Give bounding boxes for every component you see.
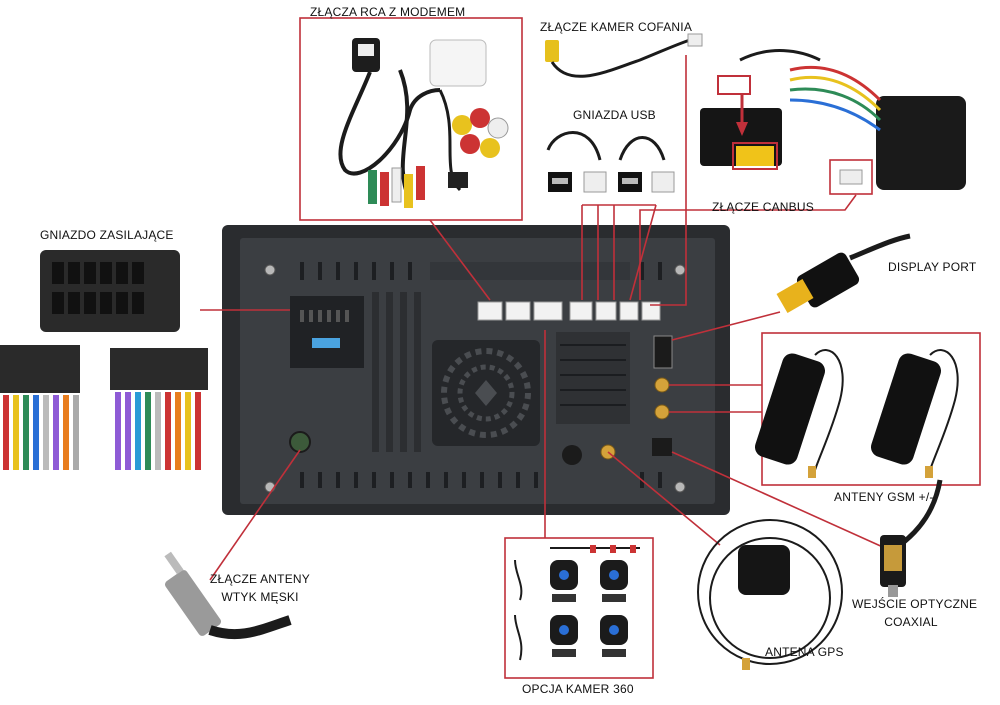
label-power-socket: GNIAZDO ZASILAJĄCE: [40, 228, 174, 242]
label-canbus: ZŁĄCZE CANBUS: [712, 200, 814, 214]
cooling-fins: [372, 292, 421, 452]
power-socket-illustration: [0, 250, 208, 470]
gsm-socket-1: [654, 377, 670, 393]
label-optical-line2: COAXIAL: [884, 615, 938, 629]
head-unit: [222, 225, 730, 515]
reverse-camera-cable-illustration: [545, 33, 703, 78]
label-usb-sockets: GNIAZDA USB: [573, 108, 656, 122]
label-reverse-camera: ZŁĄCZE KAMER COFANIA: [540, 20, 693, 34]
aux-socket: [562, 445, 582, 465]
canbus-callout-line: [639, 194, 857, 300]
display-port-callout-line: [671, 311, 781, 341]
display-port-illustration: [776, 233, 911, 314]
antenna-plug-illustration: [164, 551, 292, 640]
optical-socket: [652, 438, 672, 456]
fuse: [312, 338, 340, 348]
callout-lines: [200, 17, 981, 679]
rca-callout-box: [299, 17, 523, 221]
gsm-antennas-illustration: [754, 349, 959, 478]
label-display-port: DISPLAY PORT: [888, 260, 977, 274]
display-port-socket: [653, 335, 673, 369]
white-connectors: [477, 301, 661, 321]
usb-cables-illustration: [546, 131, 675, 193]
label-gsm-antennas: ANTENY GSM +/-: [834, 490, 934, 504]
antenna-socket: [289, 431, 311, 453]
optical-callout-line: [671, 451, 886, 549]
port-panel: [556, 332, 630, 424]
antenna-callout-line: [209, 449, 301, 581]
rca-plugs: [368, 166, 425, 208]
rca-socket-cluster: [452, 108, 509, 158]
label-antenna-line1: ZŁĄCZE ANTENY: [210, 572, 310, 586]
gsm-socket-2: [654, 404, 670, 420]
gsm-callout-box: [761, 332, 981, 486]
camera360-illustration: [514, 545, 640, 661]
label-rca-modem: ZŁĄCZA RCA Z MODEMEM: [310, 5, 466, 19]
label-camera360: OPCJA KAMER 360: [522, 682, 634, 696]
label-gps-antenna: ANTENA GPS: [765, 645, 844, 659]
power-port: [290, 296, 364, 368]
label-antenna-line2: WTYK MĘSKI: [221, 590, 299, 604]
optical-cable-illustration: [880, 479, 943, 597]
rca-cables-illustration: [338, 38, 509, 208]
gps-antenna-illustration: [697, 519, 843, 670]
reverse-camera-callout-line: [650, 55, 687, 306]
label-antenna: ZŁĄCZE ANTENY WTYK MĘSKI: [208, 572, 312, 604]
camera360-callout-box: [504, 537, 654, 679]
rca-callout-line: [429, 219, 491, 301]
label-optical-line1: WEJŚCIE OPTYCZNE: [852, 597, 978, 611]
port-panel-slots: [560, 344, 626, 406]
top-vents: [300, 262, 662, 280]
fan-grille: [432, 340, 540, 446]
label-optical-coaxial: WEJŚCIE OPTYCZNE COAXIAL: [852, 597, 978, 629]
gps-callout-line: [607, 451, 721, 546]
canbus-illustration: [700, 49, 966, 195]
power-port-pins: [300, 310, 349, 322]
